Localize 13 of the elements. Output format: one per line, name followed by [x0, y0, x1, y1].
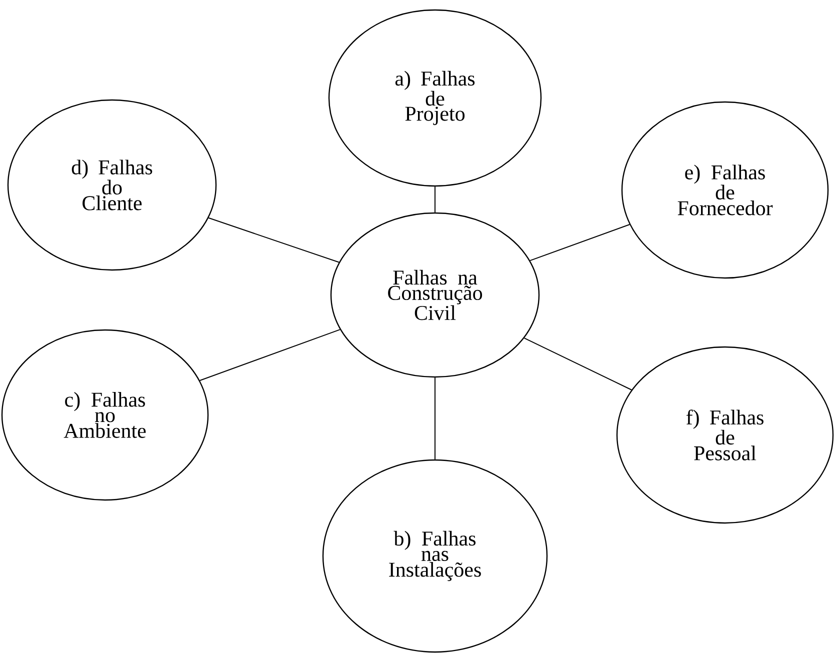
connector-line	[199, 329, 340, 381]
connector-line	[434, 377, 436, 460]
ellipse-node: b) Falhas nas Instalações	[322, 459, 548, 653]
ellipse-node: d) Falhas do Cliente	[7, 99, 217, 271]
connector-line	[530, 224, 630, 262]
ellipse-node: c) Falhas no Ambiente	[1, 329, 209, 501]
ellipse-node: a) Falhas de Projeto	[328, 9, 542, 187]
ellipse-node: Falhas na Construção Civil	[330, 212, 540, 378]
connector-line	[208, 217, 340, 263]
ellipse-node: f) Falhas de Pessoal	[616, 346, 834, 524]
connector-line	[434, 186, 436, 213]
connector-line	[524, 338, 632, 390]
ellipse-node: e) Falhas de Fornecedor	[621, 101, 829, 279]
